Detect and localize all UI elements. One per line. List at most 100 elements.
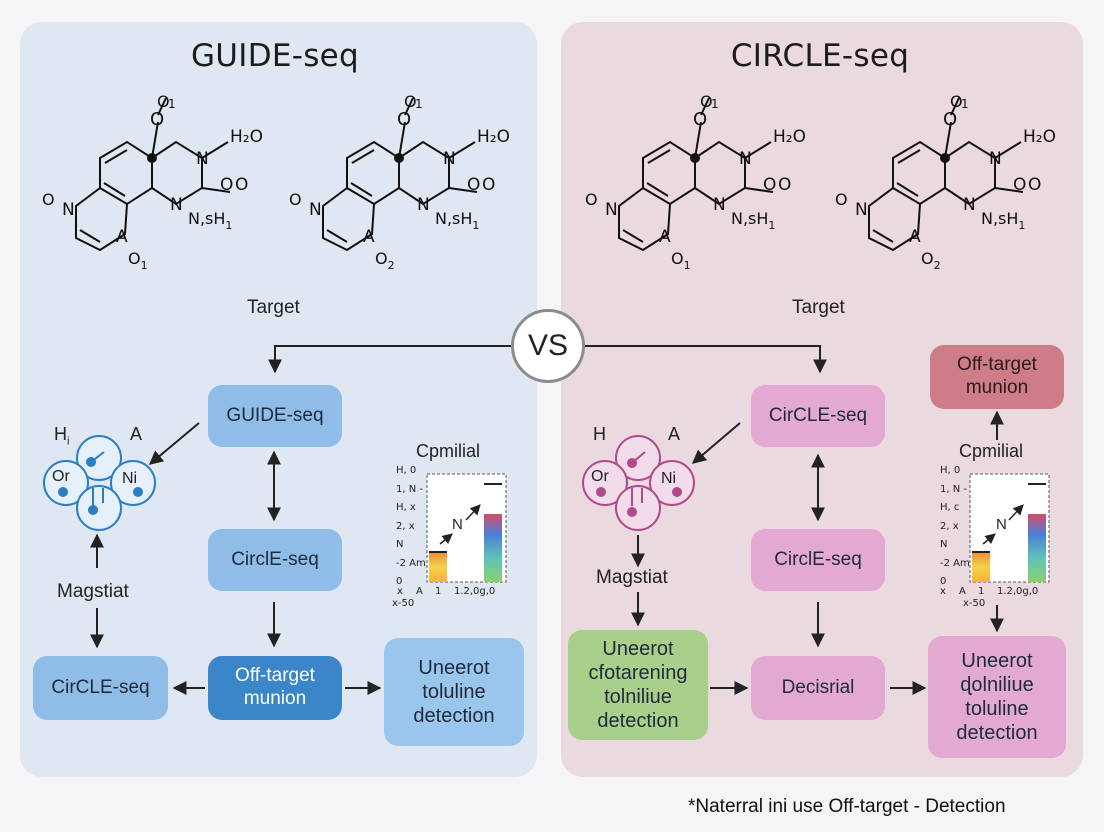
molecule-o-bottom: O2 xyxy=(921,249,941,272)
molecule-a: A xyxy=(116,227,128,247)
molecule-o-left: O xyxy=(835,190,848,209)
xtick-right-2: 1 xyxy=(978,586,985,597)
molecule-h2o: H₂O xyxy=(773,127,806,147)
molecule-o-top: O xyxy=(693,109,707,130)
ytick-left-1: 1, N - xyxy=(396,483,423,495)
circle-seq-box-middle-right: CirclE-seq xyxy=(751,529,885,591)
molecule-o-top: O xyxy=(150,109,164,130)
xtick-left-0: x xyxy=(397,586,403,597)
molecule-n-lower: N xyxy=(963,195,976,215)
molecule-n-left: N xyxy=(62,200,75,220)
circle-seq-title: CIRCLE-seq xyxy=(730,38,910,74)
decisrial-box: Decisrial xyxy=(751,656,885,720)
ytick-right-0: H, 0 xyxy=(940,465,961,476)
chart-n-label-right: N xyxy=(996,516,1007,533)
molecule-n-middle: N xyxy=(196,149,209,169)
molecule-o-right-2: O xyxy=(1028,175,1041,195)
circle-seq-box-top-right: CirCLE-seq xyxy=(751,385,885,447)
molecule-n-left: N xyxy=(855,200,868,220)
chart-xsub-right: x-50 xyxy=(963,598,986,609)
xtick-right-0: x xyxy=(940,586,946,597)
molecule-o-top: O xyxy=(943,109,957,130)
molecule-n-middle: N xyxy=(739,149,752,169)
molecule-o-right: O xyxy=(763,175,776,195)
molecule-o-right: O xyxy=(220,175,233,195)
molecule-o-left: O xyxy=(289,190,302,209)
guide-seq-title: GUIDE-seq xyxy=(190,38,360,74)
ytick-right-1: 1, N - xyxy=(940,483,967,495)
molecule-h2o: H₂O xyxy=(1023,127,1056,147)
right-node-cluster xyxy=(582,435,695,531)
ytick-left-2: H, x xyxy=(396,502,416,513)
xtick-right-4: 0g,0 xyxy=(1016,586,1039,597)
xtick-right-1: A xyxy=(959,586,966,597)
molecule-o-upper: O xyxy=(404,92,417,111)
xtick-left-3: 1.2, xyxy=(454,586,474,597)
node-label-ni-left: Ni xyxy=(122,470,138,487)
left-mini-chart xyxy=(426,473,507,583)
ytick-left-5: -2 Am xyxy=(396,557,426,569)
molecule-a: A xyxy=(363,227,375,247)
ytick-right-2: H, c xyxy=(940,502,960,513)
molecule-o-upper: O xyxy=(157,92,170,111)
molecule-n-left: N xyxy=(605,200,618,220)
molecule-n-lower: N xyxy=(170,195,183,215)
molecule-n-middle: N xyxy=(443,149,456,169)
molecule-a: A xyxy=(659,227,671,247)
ytick-right-3: 2, x xyxy=(940,520,959,532)
molecule-n-left: N xyxy=(309,200,322,220)
magstiat-label-left: Magstiat xyxy=(57,581,129,602)
target-label-right: Target xyxy=(792,297,845,318)
left-arrows xyxy=(90,422,382,695)
molecule-nsh: N,sH1 xyxy=(435,209,479,232)
ytick-left-6: 0 xyxy=(396,576,403,587)
molecule-n-lower: N xyxy=(417,195,430,215)
node-label-or-left: Or xyxy=(52,468,70,485)
molecule-o-right-2: O xyxy=(482,175,495,195)
molecule-o-top: O xyxy=(397,109,411,130)
ytick-right-4: N xyxy=(940,539,948,550)
molecule-o-bottom: O1 xyxy=(128,249,148,272)
vs-badge: VS xyxy=(511,309,585,383)
molecule-o-upper: O xyxy=(950,92,963,111)
molecule-n-lower: N xyxy=(713,195,726,215)
ytick-right-6: 0 xyxy=(940,576,947,587)
ytick-left-4: N xyxy=(396,539,404,550)
node-label-h-right: H xyxy=(593,424,606,444)
off-target-box-right: Off-target munion xyxy=(930,345,1064,409)
node-label-ni-right: Ni xyxy=(661,470,677,487)
right-arrows xyxy=(631,410,1004,695)
ytick-right-5: -2 Am xyxy=(940,557,970,569)
molecule-o-right: O xyxy=(467,175,480,195)
chart-title-left: Cpmilial xyxy=(416,441,481,461)
molecule-o-left: O xyxy=(42,190,55,209)
xtick-left-2: 1 xyxy=(435,586,442,597)
chart-title-right: Cpmilial xyxy=(959,441,1024,461)
molecule-o-left: O xyxy=(585,190,598,209)
molecule-nsh: N,sH1 xyxy=(981,209,1025,232)
molecule-o-top-index: 1 xyxy=(961,97,969,111)
molecule-h2o: H₂O xyxy=(230,127,263,147)
circle-seq-box-left: CirCLE-seq xyxy=(33,656,168,720)
molecule-o-right-2: O xyxy=(778,175,791,195)
molecule-o-top-index: 1 xyxy=(711,97,719,111)
top-connectors xyxy=(268,345,827,374)
molecule-nsh: N,sH1 xyxy=(188,209,232,232)
molecule-o-top-index: 1 xyxy=(168,97,176,111)
green-detection-box: Uneerot cfotarening tolniliue detection xyxy=(568,630,708,740)
molecule-o-top-index: 1 xyxy=(415,97,423,111)
chart-xsub-left: x-50 xyxy=(392,598,415,609)
left-node-cluster xyxy=(43,435,156,531)
xtick-right-3: 1.2, xyxy=(997,586,1017,597)
ytick-left-0: H, 0 xyxy=(396,465,417,476)
guide-seq-box: GUIDE-seq xyxy=(208,385,342,447)
xtick-left-4: 0g,0 xyxy=(473,586,496,597)
xtick-left-1: A xyxy=(416,586,423,597)
detection-box-right: Uneerot ɖolniliue toluline detection xyxy=(928,636,1066,758)
footnote: *Naterral ini use Off-target - Detection xyxy=(688,796,1006,817)
